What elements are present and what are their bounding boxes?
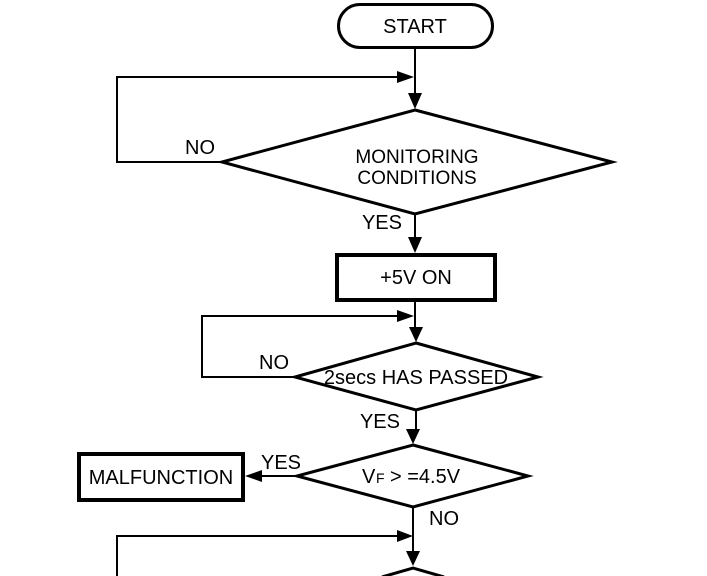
arrowhead-right-icon	[397, 310, 414, 322]
power-on-label: +5V ON	[380, 267, 452, 289]
arrowhead-down-icon	[408, 237, 422, 253]
vf-no-label: NO	[429, 508, 459, 530]
vf-label-rest: > =4.5V	[390, 466, 461, 488]
arrowhead-down-icon	[406, 429, 420, 444]
arrowhead-left-icon	[245, 470, 262, 482]
connector-delay-no-loop	[201, 315, 398, 378]
monitoring-no-label: NO	[185, 137, 215, 159]
vf-label-v: V	[362, 466, 376, 488]
connector-bottom-return-loop	[116, 535, 398, 576]
malfunction-label: MALFUNCTION	[89, 467, 233, 489]
arrowhead-down-icon	[408, 93, 422, 109]
vf-label-f-subscript: F	[376, 470, 385, 486]
monitoring-label-line2: CONDITIONS	[357, 168, 476, 189]
connector-monitoring-no-loop	[116, 76, 398, 163]
arrowhead-down-icon	[406, 551, 420, 566]
monitoring-label-line1: MONITORING	[355, 147, 478, 168]
monitoring-conditions-decision	[216, 108, 618, 216]
arrowhead-right-icon	[397, 530, 413, 542]
delay-label: 2secs HAS PASSED	[324, 367, 508, 389]
malfunction-process	[77, 452, 245, 502]
start-label: START	[383, 16, 447, 38]
delay-no-label: NO	[259, 352, 289, 374]
vf-check-decision	[291, 443, 534, 509]
arrowhead-right-icon	[397, 71, 414, 83]
monitoring-yes-label: YES	[362, 212, 402, 234]
start-terminator	[337, 3, 494, 49]
delay-decision	[289, 341, 544, 412]
arrowhead-down-icon	[409, 327, 423, 342]
next-decision-partial	[381, 566, 445, 576]
power-on-process	[335, 253, 497, 302]
delay-yes-label: YES	[360, 411, 400, 433]
vf-yes-label: YES	[261, 452, 301, 474]
